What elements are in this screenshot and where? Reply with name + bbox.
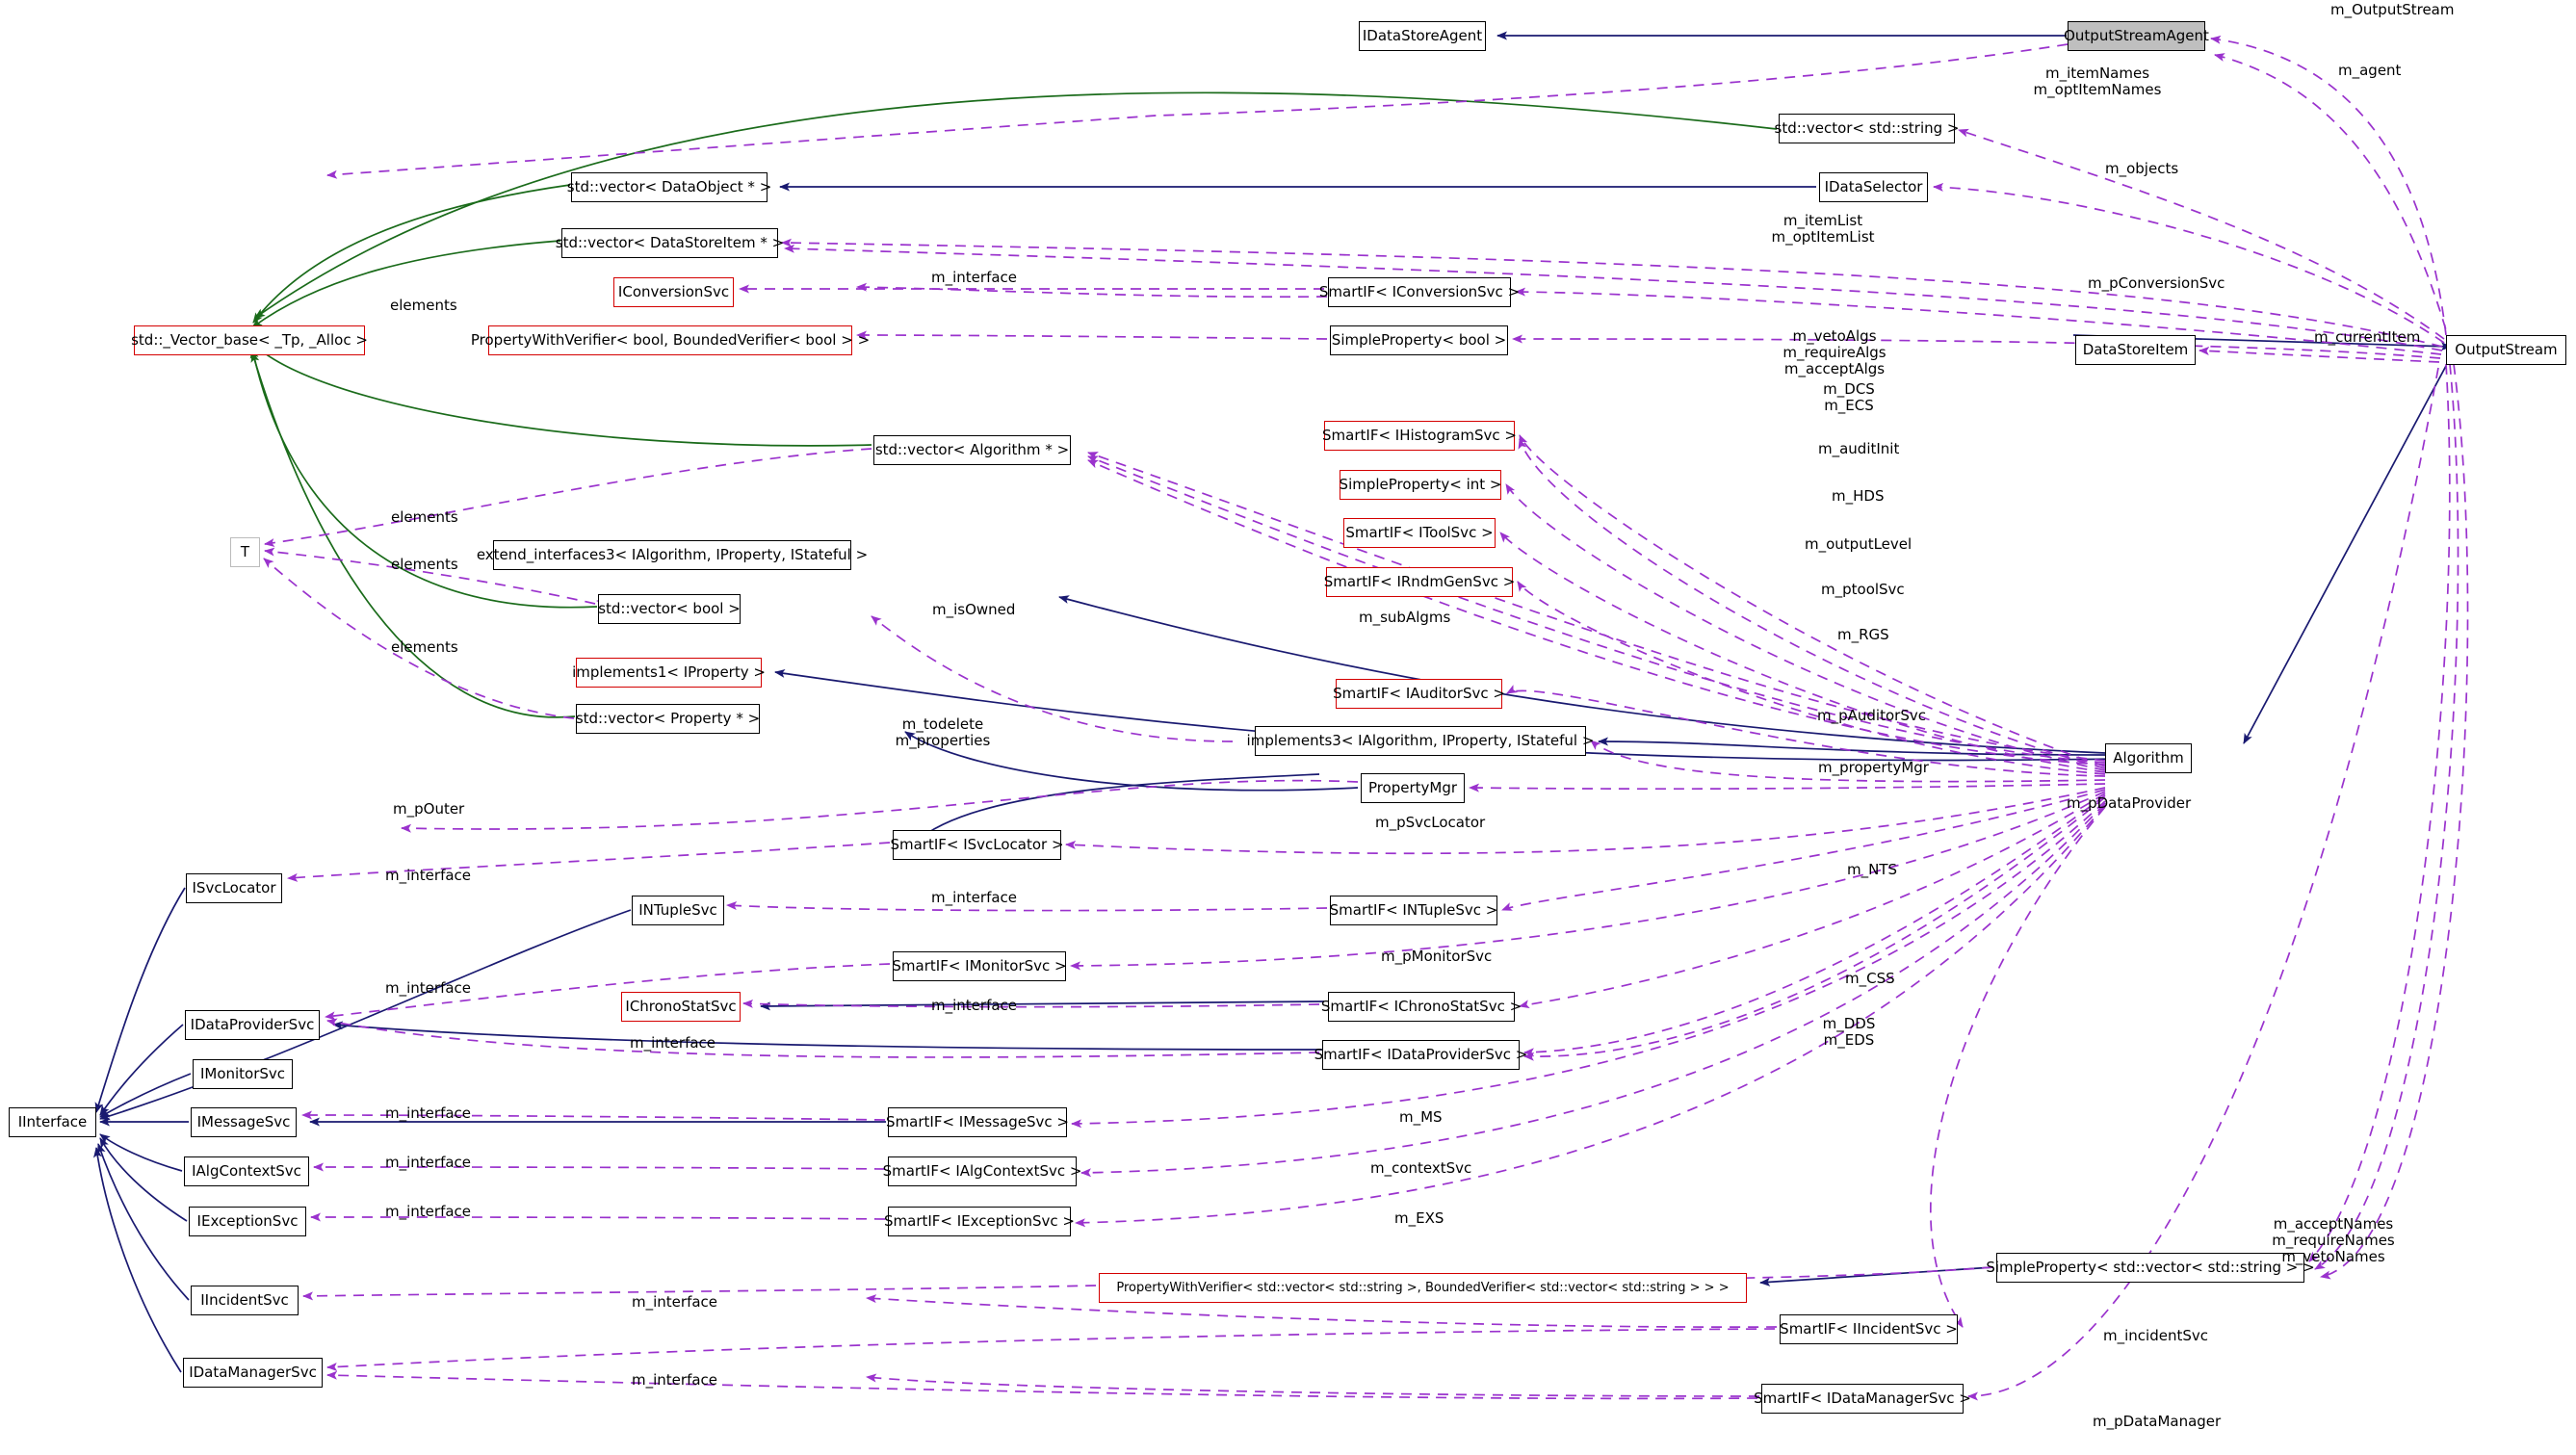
edge-label: m_CSS <box>1845 970 1895 987</box>
class-node-T[interactable]: T <box>230 537 260 567</box>
class-node-IMessageSvc[interactable]: IMessageSvc <box>191 1107 297 1137</box>
class-node-IConversionSvc[interactable]: IConversionSvc <box>613 277 734 307</box>
class-node-SmartIF_IExceptionSvc[interactable]: SmartIF< IExceptionSvc > <box>884 1207 1075 1236</box>
edge-label: m_todelete m_properties <box>895 715 991 749</box>
edge-label: elements <box>391 556 458 573</box>
class-node-IMonitorSvc[interactable]: IMonitorSvc <box>193 1059 293 1089</box>
edge-label: m_NTS <box>1847 861 1898 878</box>
edge-label: m_pSvcLocator <box>1375 814 1486 831</box>
edge-label: m_subAlgms <box>1359 609 1451 626</box>
class-node-IDataManagerSvc[interactable]: IDataManagerSvc <box>183 1358 323 1388</box>
edge-label: elements <box>390 297 457 314</box>
edge-label: m_incidentSvc <box>2103 1327 2208 1344</box>
edge-label: m_MS <box>1399 1108 1443 1126</box>
class-node-SmartIF_IAuditorSvc[interactable]: SmartIF< IAuditorSvc > <box>1333 679 1505 709</box>
edge-label: m_OutputStream <box>2330 1 2455 18</box>
class-node-SmartIF_IDataProviderSvc[interactable]: SmartIF< IDataProviderSvc > <box>1314 1040 1527 1070</box>
inheritance-edges <box>93 31 2452 1373</box>
edge-label: m_HDS <box>1832 487 1885 505</box>
class-node-SmartIF_IDataManagerSvc[interactable]: SmartIF< IDataManagerSvc > <box>1754 1384 1971 1414</box>
edge-label: m_DDS m_EDS <box>1822 1015 1876 1049</box>
class-node-IDataProviderSvc[interactable]: IDataProviderSvc <box>185 1010 320 1040</box>
edge-label: m_vetoAlgs m_requireAlgs m_acceptAlgs <box>1782 327 1886 377</box>
edge-label: m_EXS <box>1394 1209 1444 1227</box>
class-node-vec_dataobject[interactable]: std::vector< DataObject * > <box>567 172 771 202</box>
edge-label: m_agent <box>2338 62 2402 79</box>
edge-label: m_currentItem <box>2314 328 2421 346</box>
edge-label: elements <box>391 638 458 656</box>
class-node-SmartIF_IAlgContextSvc[interactable]: SmartIF< IAlgContextSvc > <box>883 1156 1081 1186</box>
class-node-IDataStoreAgent[interactable]: IDataStoreAgent <box>1359 21 1486 51</box>
class-node-SmartIF_IConversionSvc[interactable]: SmartIF< IConversionSvc > <box>1319 277 1520 307</box>
edge-label: m_outputLevel <box>1805 535 1912 553</box>
edge-label: m_objects <box>2105 160 2179 177</box>
edge-label: m_itemList m_optItemList <box>1771 212 1875 246</box>
class-node-ISvcLocator[interactable]: ISvcLocator <box>186 873 282 903</box>
class-node-SimpleProperty_bool[interactable]: SimpleProperty< bool > <box>1330 325 1508 355</box>
class-node-IAlgContextSvc[interactable]: IAlgContextSvc <box>184 1156 309 1186</box>
edge-label: m_DCS m_ECS <box>1823 380 1875 414</box>
edge-label: m_interface <box>385 1203 472 1220</box>
class-node-SmartIF_IHistogramSvc[interactable]: SmartIF< IHistogramSvc > <box>1322 421 1517 451</box>
edge-label: m_interface <box>931 997 1018 1014</box>
class-node-IExceptionSvc[interactable]: IExceptionSvc <box>189 1207 306 1236</box>
class-node-Algorithm[interactable]: Algorithm <box>2105 743 2192 773</box>
edge-label: m_interface <box>385 979 472 997</box>
edge-label: m_itemNames m_optItemNames <box>2033 65 2162 98</box>
class-node-SmartIF_IIncidentSvc[interactable]: SmartIF< IIncidentSvc > <box>1780 1314 1958 1344</box>
class-node-implements1_IProperty[interactable]: implements1< IProperty > <box>572 658 766 688</box>
edge-label: m_pDataManager <box>2093 1413 2222 1430</box>
edge-label: m_isOwned <box>932 601 1016 618</box>
class-node-vec_property[interactable]: std::vector< Property * > <box>576 704 760 734</box>
edge-label: m_interface <box>630 1034 716 1052</box>
class-node-PropWithVerifier_vecstring[interactable]: PropertyWithVerifier< std::vector< std::… <box>1099 1273 1747 1303</box>
edge-label: m_pConversionSvc <box>2088 274 2225 292</box>
edge-label: m_ptoolSvc <box>1821 581 1905 598</box>
edge-label: m_interface <box>632 1371 718 1389</box>
class-node-vec_datastoreitem[interactable]: std::vector< DataStoreItem * > <box>556 228 784 258</box>
edge-label: m_pAuditorSvc <box>1817 707 1926 724</box>
edge-label: m_pOuter <box>393 800 465 818</box>
class-node-SimpleProperty_int[interactable]: SimpleProperty< int > <box>1340 470 1501 500</box>
edge-label: m_interface <box>931 889 1018 906</box>
class-node-SmartIF_IMessageSvc[interactable]: SmartIF< IMessageSvc > <box>886 1107 1069 1137</box>
class-node-IDataSelector[interactable]: IDataSelector <box>1819 172 1928 202</box>
class-node-extend_interfaces3[interactable]: extend_interfaces3< IAlgorithm, IPropert… <box>477 540 868 570</box>
edge-label: m_interface <box>385 1104 472 1122</box>
edge-label: m_auditInit <box>1818 440 1900 457</box>
edge-label: m_interface <box>385 1154 472 1171</box>
edge-label: m_pDataProvider <box>2067 794 2192 812</box>
edge-label: m_interface <box>632 1293 718 1311</box>
class-node-SmartIF_IChronoStatSvc[interactable]: SmartIF< IChronoStatSvc > <box>1321 992 1522 1022</box>
class-node-IChronoStatSvc[interactable]: IChronoStatSvc <box>621 992 741 1022</box>
class-node-Vector_base[interactable]: std::_Vector_base< _Tp, _Alloc > <box>131 325 368 355</box>
edge-label: m_interface <box>385 867 472 884</box>
class-node-OutputStreamAgent[interactable]: OutputStreamAgent <box>2064 21 2209 51</box>
class-node-OutputStream[interactable]: OutputStream <box>2446 335 2566 365</box>
class-node-INTupleSvc[interactable]: INTupleSvc <box>632 896 724 925</box>
edge-label: m_contextSvc <box>1370 1159 1472 1177</box>
class-node-SmartIF_IToolSvc[interactable]: SmartIF< IToolSvc > <box>1343 518 1496 548</box>
class-node-PropWithVerifier_bool[interactable]: PropertyWithVerifier< bool, BoundedVerif… <box>471 325 870 355</box>
class-node-SmartIF_IMonitorSvc[interactable]: SmartIF< IMonitorSvc > <box>892 951 1067 981</box>
class-node-implements3[interactable]: implements3< IAlgorithm, IProperty, ISta… <box>1247 726 1594 756</box>
class-node-IInterface[interactable]: IInterface <box>9 1107 96 1137</box>
edge-label: m_pMonitorSvc <box>1381 948 1493 965</box>
class-node-IIncidentSvc[interactable]: IIncidentSvc <box>191 1286 299 1315</box>
edge-label: m_interface <box>931 269 1018 286</box>
class-node-vec_bool[interactable]: std::vector< bool > <box>598 594 741 624</box>
class-node-vec_string[interactable]: std::vector< std::string > <box>1775 114 1959 143</box>
edge-label: m_propertyMgr <box>1818 759 1929 776</box>
template-edges <box>249 91 1778 718</box>
class-node-SmartIF_INTupleSvc[interactable]: SmartIF< INTupleSvc > <box>1330 896 1497 925</box>
class-node-vec_algorithm[interactable]: std::vector< Algorithm * > <box>873 435 1071 465</box>
class-node-PropertyMgr[interactable]: PropertyMgr <box>1361 773 1465 803</box>
edge-label: m_RGS <box>1837 626 1889 643</box>
edge-label: elements <box>391 508 458 526</box>
class-node-SmartIF_IRndmGenSvc[interactable]: SmartIF< IRndmGenSvc > <box>1324 567 1515 597</box>
class-node-SmartIF_ISvcLocator[interactable]: SmartIF< ISvcLocator > <box>890 830 1064 860</box>
class-node-SimpleProperty_vecstring[interactable]: SimpleProperty< std::vector< std::string… <box>1986 1253 2315 1283</box>
class-node-DataStoreItem[interactable]: DataStoreItem <box>2075 335 2196 365</box>
